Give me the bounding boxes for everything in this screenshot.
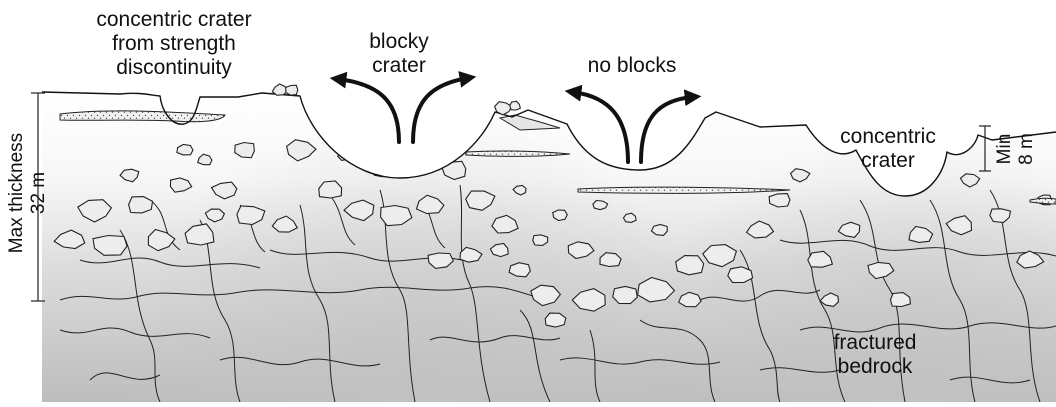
label-max-thickness: Max thickness 32 m xyxy=(6,88,50,298)
rock-block xyxy=(338,149,353,160)
surface-block xyxy=(286,85,298,95)
no-blocks-ejecta-arrows xyxy=(573,92,693,162)
label-no-blocks: no blocks xyxy=(567,54,697,78)
blocky-crater-ejecta-arrows xyxy=(338,78,468,142)
rock-block xyxy=(533,235,548,246)
label-blocky-crater: blocky crater xyxy=(344,30,454,78)
label-min-thickness: Min 8 m xyxy=(994,122,1038,176)
surface-block xyxy=(510,101,521,110)
surface-blocks xyxy=(272,84,520,115)
rock-block xyxy=(769,194,790,207)
rock-block xyxy=(177,145,193,155)
arrow-left-blocky xyxy=(338,79,399,142)
rock-block xyxy=(129,197,153,213)
label-fractured-bedrock: fractured bedrock xyxy=(810,331,940,379)
arrow-right-blocky xyxy=(413,78,468,142)
rock-block xyxy=(676,256,704,275)
rock-block xyxy=(545,313,566,327)
rock-block xyxy=(319,181,342,198)
rock-block xyxy=(613,287,638,304)
label-concentric-crater: concentric crater xyxy=(826,125,950,173)
label-concentric-crater-strength: concentric crater from strength disconti… xyxy=(79,8,269,80)
